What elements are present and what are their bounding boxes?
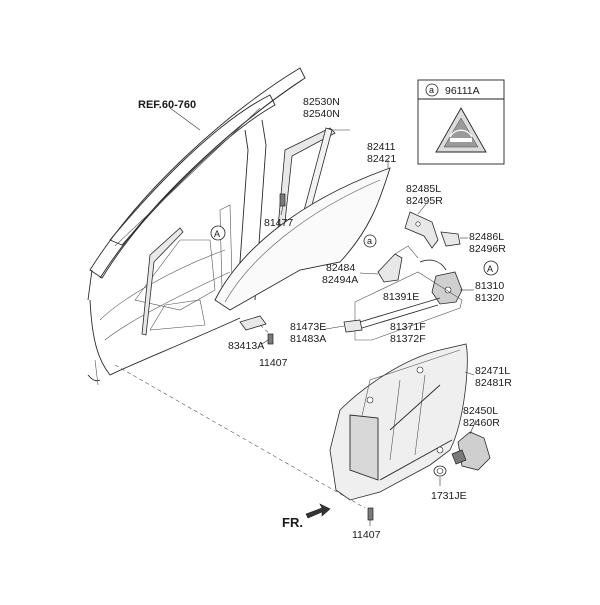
ref-leader <box>169 107 201 131</box>
label-82421: 82421 <box>367 153 396 165</box>
label-82450l: 82450L <box>463 405 498 417</box>
label-ref: REF.60-760 <box>138 99 196 111</box>
handle-83413a <box>239 315 274 345</box>
label-83413a: 83413A <box>228 340 264 352</box>
label-82496r: 82496R <box>469 243 506 255</box>
label-81483a: 81483A <box>290 333 326 345</box>
label-82530n: 82530N <box>303 96 340 108</box>
callout-circle-a2 <box>483 260 499 276</box>
label-81320: 81320 <box>475 292 504 304</box>
label-82495r: 82495R <box>406 195 443 207</box>
motor-82450l <box>451 431 491 471</box>
bracket-82485l <box>404 203 439 249</box>
label-81372f: 81372F <box>390 333 426 345</box>
label-82540n: 82540N <box>303 108 340 120</box>
door-glass <box>214 167 391 311</box>
callout-circle-a1 <box>210 225 226 241</box>
guide-lines <box>114 324 366 509</box>
callout-a2-letter: A <box>487 264 493 274</box>
label-1731je: 1731JE <box>431 490 467 502</box>
label-82494a: 82494A <box>322 274 358 286</box>
label-front: FR. <box>282 515 303 530</box>
regulator-82471l <box>329 343 468 501</box>
label-82481r: 82481R <box>475 377 512 389</box>
label-82485l: 82485L <box>406 183 441 195</box>
leader-lines <box>261 129 477 526</box>
label-82486l: 82486L <box>469 231 504 243</box>
front-arrow <box>305 503 331 519</box>
part-82486l <box>440 231 468 247</box>
rod-assembly-box <box>343 271 463 341</box>
label-82471l: 82471L <box>475 365 510 377</box>
label-82484: 82484 <box>326 262 355 274</box>
callout-circle-a-small <box>363 234 377 248</box>
label-81473e: 81473E <box>290 321 326 333</box>
label-81371f: 81371F <box>390 321 426 333</box>
label-81310: 81310 <box>475 280 504 292</box>
latch-81310 <box>419 259 463 305</box>
label-81391e: 81391E <box>383 291 419 303</box>
legend-a-letter: a <box>429 85 434 95</box>
legend-box <box>417 79 505 165</box>
callout-a-small-letter: a <box>367 236 372 246</box>
clip-81477 <box>279 193 286 216</box>
legend-part-number: 96111A <box>445 85 480 97</box>
grommet-1731je <box>433 465 447 477</box>
callout-a1-letter: A <box>214 229 220 239</box>
bolt-11407-bottom <box>367 507 374 521</box>
label-82411: 82411 <box>367 141 396 153</box>
label-81477: 81477 <box>264 217 293 229</box>
label-82460r: 82460R <box>463 417 500 429</box>
label-11407-upper: 11407 <box>259 357 288 369</box>
part-82484 <box>377 245 419 283</box>
label-11407-lower: 11407 <box>352 529 381 541</box>
run-channel-left <box>141 227 184 336</box>
